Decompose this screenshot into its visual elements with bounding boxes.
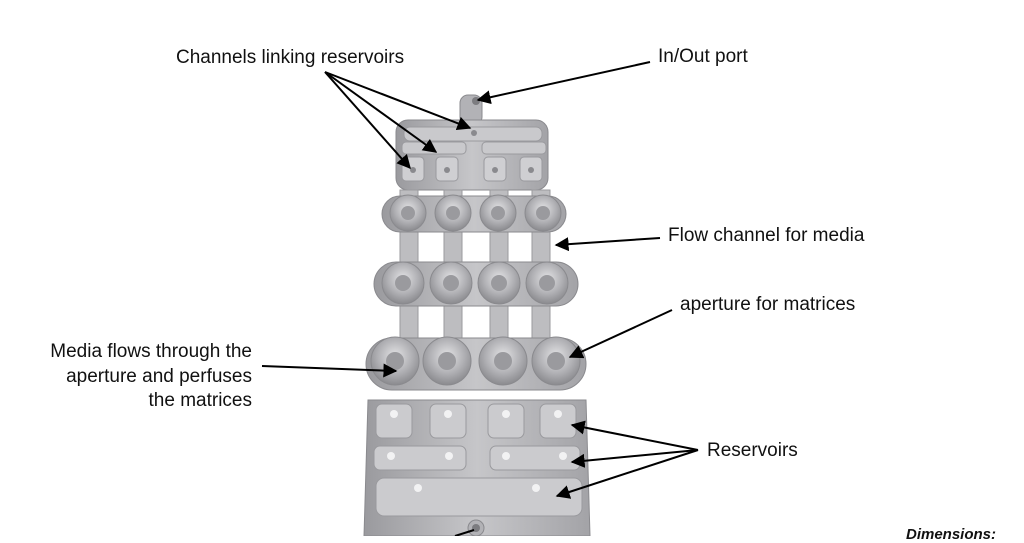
arrow-channels-3: [324, 71, 411, 170]
arrow-reservoir-3: [555, 449, 699, 499]
top-manifold: [395, 94, 549, 191]
arrow-channels-1: [324, 71, 472, 130]
well-row-2: [373, 261, 579, 307]
label-media-line1: Media flows through the: [50, 341, 252, 362]
bottom-reservoir-block: [363, 399, 591, 536]
label-flow-channel: Flow channel for media: [668, 225, 865, 246]
label-port: In/Out port: [658, 46, 748, 67]
label-channels: Channels linking reservoirs: [176, 47, 405, 68]
arrow-channels-2: [324, 71, 438, 153]
label-aperture: aperture for matrices: [680, 294, 856, 315]
arrow-port: [476, 61, 651, 105]
arrow-reservoir-1: [570, 420, 699, 451]
label-reservoirs: Reservoirs: [707, 440, 798, 461]
annotation-arrows: [261, 61, 699, 536]
label-media-line3: the matrices: [148, 390, 252, 411]
arrow-aperture: [568, 309, 673, 359]
label-dimensions: Dimensions:: [906, 526, 997, 543]
arrow-bottom-port: [454, 529, 475, 536]
arrow-flow-channel: [554, 237, 661, 252]
well-row-1: [381, 194, 567, 233]
arrow-media: [261, 363, 398, 378]
label-media-line2: aperture and perfuses: [66, 366, 252, 387]
arrow-reservoir-2: [570, 449, 699, 468]
well-row-3: [365, 336, 587, 391]
